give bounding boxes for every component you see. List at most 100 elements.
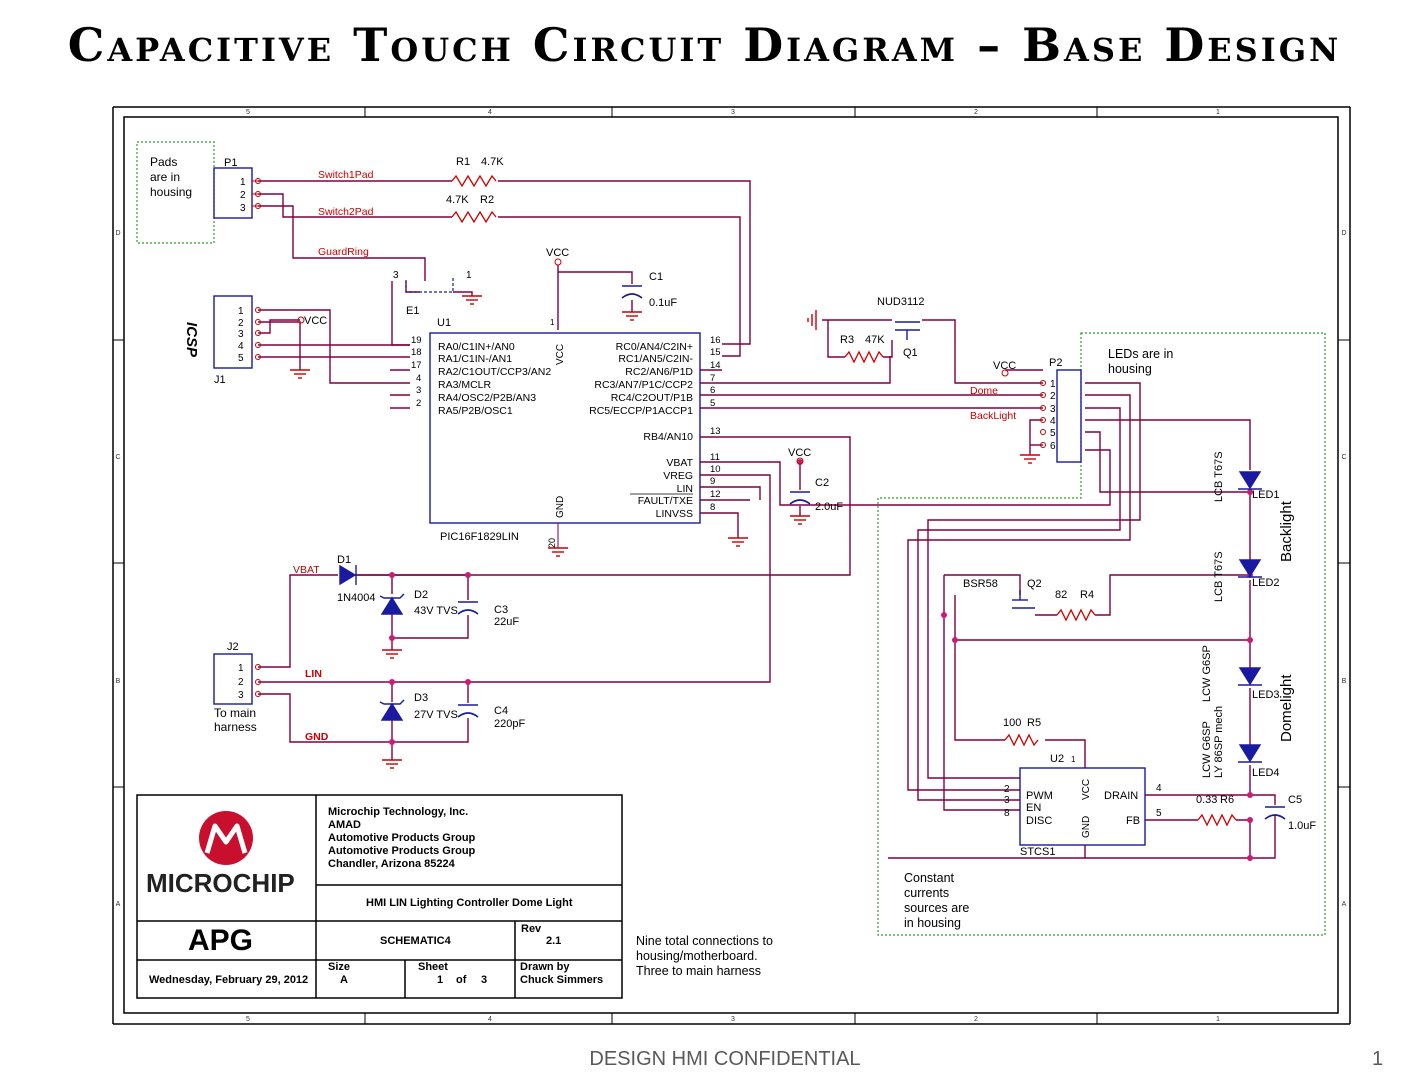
pads-note-line: Pads [150, 155, 177, 169]
u2-pin-name: FB [1126, 815, 1140, 827]
u1-gnd-label: GND [555, 496, 566, 518]
u1-pin-name: RA1/C1IN-/AN1 [438, 353, 512, 365]
u1-pin-num: 19 [411, 335, 422, 346]
u1-pin-name: FAULT/TXE [638, 495, 693, 507]
row-label: C [115, 454, 120, 461]
led4-part: LCW G6SP [1201, 721, 1213, 778]
connector-p2: P2 1 2 3 4 5 6 [1040, 357, 1082, 463]
net-labels: Switch1Pad Switch2Pad GuardRing VBAT LIN… [293, 169, 1016, 743]
r4-ref: R4 [1080, 589, 1094, 601]
resistors [451, 174, 1237, 827]
j2-pin: 2 [238, 677, 244, 688]
q1-part: NUD3112 [877, 296, 925, 308]
row-label: B [116, 678, 121, 685]
constant-note-line: sources are [904, 901, 969, 915]
p2-ref: P2 [1049, 357, 1062, 369]
row-label: A [116, 901, 121, 908]
u2-pin-name: DRAIN [1104, 790, 1138, 802]
p2-pin: 3 [1050, 404, 1056, 415]
u1-pin-num: 6 [710, 385, 715, 396]
u1-pin-num: 2 [416, 398, 421, 409]
e1-element: 3 1 E1 [393, 270, 472, 317]
q1-transistor: NUD3112 Q1 [877, 296, 925, 359]
u2-pin-name: PWM [1026, 790, 1053, 802]
frame-labels: 5 4 3 2 1 5 4 3 2 1 D C B A D C B A [115, 109, 1346, 1023]
u2-pin-num: 2 [1004, 784, 1010, 795]
j2-ref: J2 [227, 641, 239, 653]
leds-note-line: housing [1108, 362, 1152, 376]
vcc-symbols [297, 258, 1009, 465]
sheet-total: 3 [481, 974, 487, 986]
p1-pin: 1 [240, 177, 246, 188]
r5-ref: R5 [1027, 717, 1041, 729]
rev-value: 2.1 [546, 935, 561, 947]
company-line: AMAD [328, 819, 361, 831]
u1-pin-name: RC2/AN6/P1D [625, 366, 693, 378]
led4-part2: LY 86SP mech [1213, 706, 1225, 778]
u1-pin-name: RC0/AN4/C2IN+ [616, 341, 693, 353]
u2-pin-num: 5 [1156, 808, 1162, 819]
c1-value: 0.1uF [649, 297, 677, 309]
vcc-label: VCC [788, 447, 811, 459]
company-line: Microchip Technology, Inc. [328, 806, 468, 818]
j1-pin: 4 [238, 341, 244, 352]
of-label: of [456, 974, 467, 986]
u2-pin-name: DISC [1026, 815, 1052, 827]
u2-gnd-label: GND [1081, 816, 1092, 838]
sheet-value: 1 [437, 974, 443, 986]
constant-note-line: in housing [904, 916, 961, 930]
u2-pin-name: EN [1026, 802, 1041, 814]
vcc-label: VCC [546, 247, 569, 259]
r6-ref: R6 [1220, 794, 1234, 806]
d2-ref: D2 [414, 589, 428, 601]
u1-pin-num: 14 [710, 360, 721, 371]
q2-transistor: BSR58 Q2 [963, 578, 1042, 609]
drawing-title: HMI LIN Lighting Controller Dome Light [366, 897, 573, 909]
j2-pin: 1 [238, 663, 244, 674]
row-label: C [1341, 454, 1346, 461]
ground-symbols [290, 295, 1040, 769]
page-number: 1 [1372, 1048, 1384, 1070]
led2-part: LCB T67S [1213, 551, 1225, 602]
u1-pin-num: 12 [710, 489, 721, 500]
net-label: LIN [305, 668, 322, 680]
leds-note-line: LEDs are in [1108, 347, 1173, 361]
u1-pin-num: 7 [710, 373, 715, 384]
net-label: GuardRing [318, 246, 369, 258]
col-label: 3 [731, 109, 735, 116]
r3-ref: R3 [840, 334, 854, 346]
j2-pin: 3 [238, 690, 244, 701]
wires [258, 180, 1276, 859]
u1-pin-num: 5 [710, 398, 715, 409]
size-value: A [340, 974, 348, 986]
u1-pin-num: 4 [416, 373, 421, 384]
c5-ref: C5 [1288, 794, 1302, 806]
u2-vcc-label: VCC [1081, 779, 1092, 800]
q1-ref: Q1 [903, 347, 918, 359]
c4-ref: C4 [494, 705, 508, 717]
u1-pin-num: 8 [710, 502, 715, 513]
u1-pin-name: RA0/C1IN+/AN0 [438, 341, 515, 353]
c3-value: 22uF [494, 616, 519, 628]
u1-pin-name: RC5/ECCP/P1ACCP1 [589, 405, 693, 417]
u2-pin-num: 8 [1004, 808, 1010, 819]
resistor-labels: R1 4.7K 4.7K R2 R3 47K 82 R4 100 R5 0.33… [446, 156, 1234, 806]
capacitors [457, 285, 1286, 820]
row-label: D [1341, 230, 1346, 237]
u1-pin-num: 11 [710, 452, 720, 463]
slide-title: Capacitive Touch Circuit Diagram – Base … [67, 18, 1342, 72]
net-label: Switch1Pad [318, 169, 374, 181]
u2-part: STCS1 [1020, 846, 1055, 858]
diode-labels: D1 1N4004 D2 43V TVS D3 27V TVS [337, 554, 458, 721]
u1-pin-name: RC1/AN5/C2IN- [618, 353, 693, 365]
pads-note-line: are in [150, 170, 180, 184]
e1-pin: 1 [466, 270, 472, 281]
d1-value: 1N4004 [337, 592, 376, 604]
connections-note-line: Three to main harness [636, 964, 761, 978]
u1-left-pins: RA0/C1IN+/AN0 RA1/C1IN-/AN1 RA2/C1OUT/CC… [411, 335, 551, 417]
title-block-text: Microchip Technology, Inc. AMAD Automoti… [149, 806, 603, 986]
u1-pin-num: 16 [710, 335, 721, 346]
vcc-label: VCC [993, 360, 1016, 372]
u1-mcu: U1 PIC16F1829LIN VCC 1 GND 20 RA0/C1IN+/… [411, 317, 721, 548]
led4-ref: LED4 [1252, 767, 1280, 779]
